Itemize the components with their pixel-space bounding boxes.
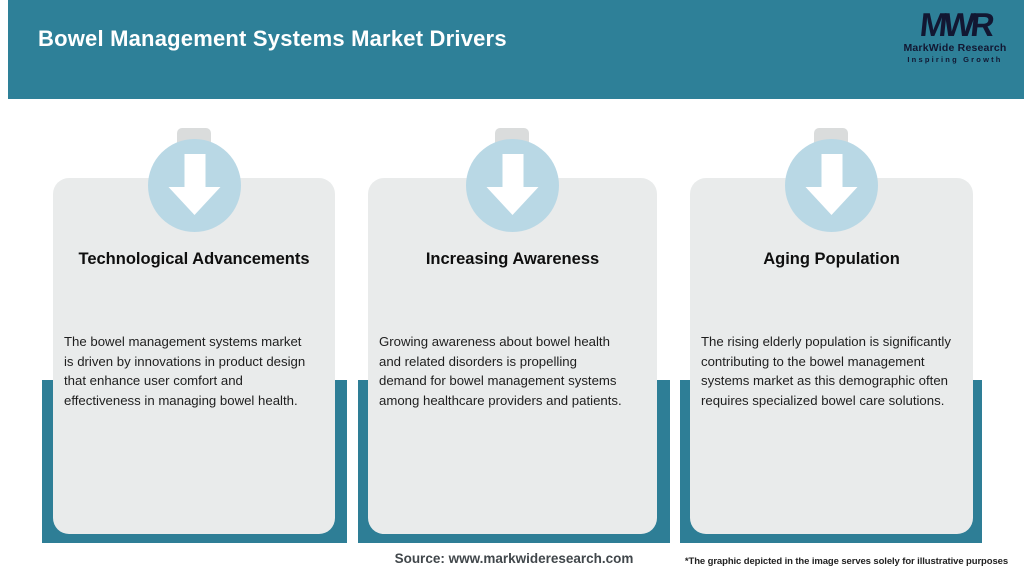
down-arrow-icon — [821, 154, 842, 187]
icon-circle — [148, 139, 241, 232]
markwide-research-logo: MWR MarkWide Research Inspiring Growth — [900, 6, 1010, 64]
card-title: Technological Advancements — [78, 250, 310, 268]
logo-name: MarkWide Research — [903, 42, 1007, 54]
driver-card-increasing-awareness: Increasing Awareness Growing awareness a… — [368, 178, 657, 534]
card-title: Increasing Awareness — [425, 250, 600, 268]
driver-card-aging-population: Aging Population The rising elderly popu… — [690, 178, 973, 534]
card-title: Aging Population — [763, 250, 900, 268]
card-body-text: The rising elderly population is signifi… — [701, 334, 951, 408]
disclaimer-text: *The graphic depicted in the image serve… — [684, 556, 1008, 567]
logo-tagline: Inspiring Growth — [907, 55, 1003, 64]
card-body-text: Growing awareness about bowel health and… — [379, 334, 622, 408]
driver-card-technological-advancements: Technological Advancements The bowel man… — [53, 178, 335, 534]
page-title: Bowel Management Systems Market Drivers — [38, 26, 507, 51]
source-text: Source: www.markwideresearch.com — [394, 551, 634, 566]
card-body-text: The bowel management systems market is d… — [64, 334, 306, 408]
down-arrow-icon — [502, 154, 523, 187]
header-band: Bowel Management Systems Market Drivers … — [8, 0, 1024, 99]
logo-acronym: MWR — [917, 6, 993, 43]
icon-circle — [785, 139, 878, 232]
icon-circle — [466, 139, 559, 232]
down-arrow-icon — [184, 154, 205, 187]
